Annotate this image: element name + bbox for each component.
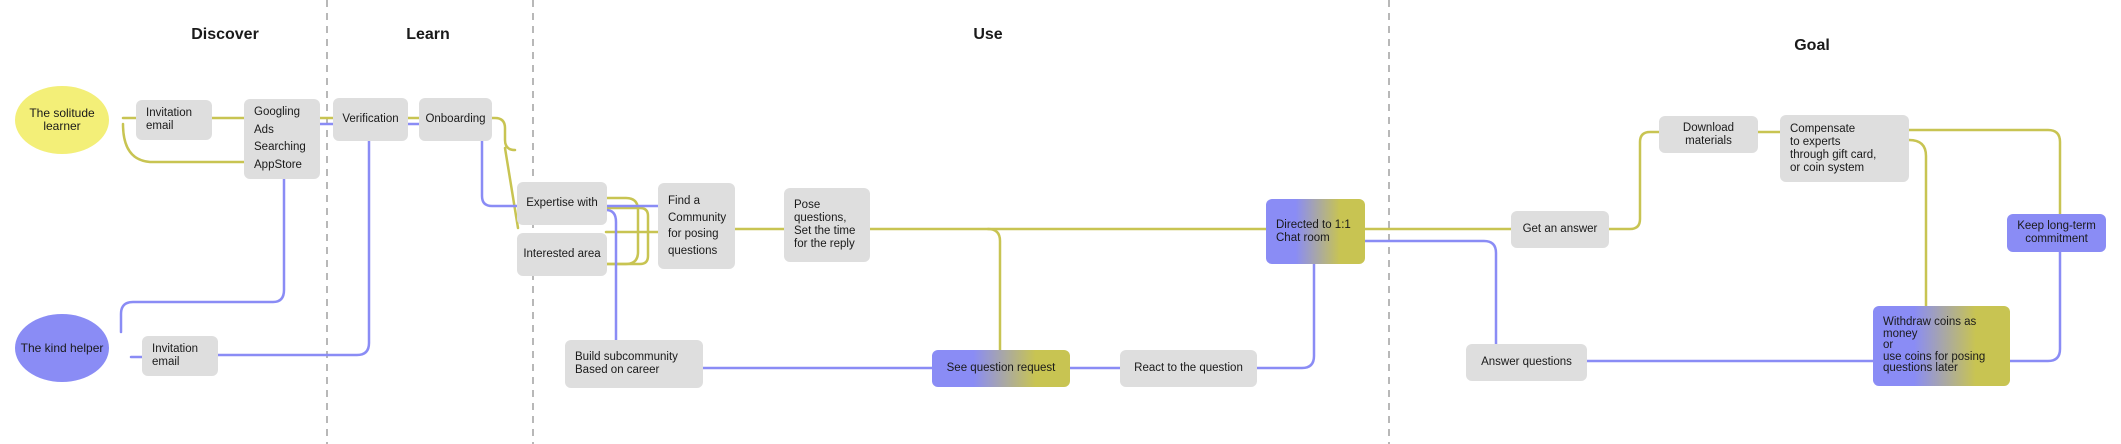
node-label: Withdraw coins as money or use coins for… (1883, 316, 1986, 375)
node-label: Answer questions (1481, 356, 1572, 368)
node-label: Verification (342, 113, 399, 125)
node-verification: Verification (333, 98, 408, 141)
node-label: See question request (946, 362, 1056, 374)
node-label: Pose questions, Set the time for the rep… (794, 199, 856, 250)
node-label: Onboarding (425, 113, 486, 125)
node-label: Invitation email (146, 107, 193, 132)
node-expertise-with: Expertise with (517, 182, 607, 225)
node-download-materials: Download materials (1659, 116, 1758, 153)
node-directed-chat-room: Directed to 1:1 Chat room (1266, 199, 1365, 264)
node-label: Keep long-term commitment (2017, 220, 2096, 245)
node-label: Build subcommunity Based on career (575, 351, 678, 376)
node-label: Interested area (523, 248, 601, 260)
stage-title-goal: Goal (1794, 37, 1830, 54)
node-label: React to the question (1134, 362, 1243, 374)
node-pose-questions: Pose questions, Set the time for the rep… (784, 188, 870, 262)
node-label: Googling Ads Searching AppStore (254, 106, 306, 171)
learner-path-to-interest (503, 146, 520, 230)
learner-path-down-see (986, 227, 1002, 354)
node-label: Download materials (1682, 121, 1735, 147)
node-react-to-question: React to the question (1120, 350, 1257, 387)
node-get-answer: Get an answer (1511, 211, 1609, 248)
helper-path-directed-answer (1362, 239, 1498, 348)
stage-title-discover: Discover (191, 26, 259, 43)
node-label: Directed to 1:1 Chat room (1276, 218, 1351, 244)
stage-title-learn: Learn (406, 26, 450, 43)
helper-path-withdraw-keep (2007, 248, 2062, 363)
learner-path-answer-download (1606, 130, 1662, 231)
node-answer-questions: Answer questions (1466, 344, 1587, 381)
node-compensate-experts: Compensate to experts through gift card,… (1780, 115, 1909, 182)
node-withdraw-coins: Withdraw coins as money or use coins for… (1873, 306, 2010, 386)
node-keep-commitment: Keep long-term commitment (2007, 214, 2106, 252)
node-search-channels: Googling Ads Searching AppStore (244, 99, 320, 179)
node-label: Find a Community for posing questions (668, 195, 727, 257)
persona-kind-helper: The kind helper (15, 314, 109, 382)
helper-path-to-verify (214, 130, 371, 357)
helper-path-search-up (119, 176, 286, 334)
node-invitation-email-top: Invitation email (136, 100, 212, 140)
node-interested-area: Interested area (517, 233, 607, 276)
helper-path-react-directed (1255, 260, 1316, 370)
node-build-subcommunity: Build subcommunity Based on career (565, 340, 703, 388)
persona-solitude-learner: The solitude learner (15, 86, 109, 154)
node-invitation-email-bottom: Invitation email (142, 336, 218, 376)
learner-path-to-find (604, 206, 650, 266)
node-see-question-request: See question request (932, 350, 1070, 387)
node-label: Invitation email (152, 343, 199, 368)
node-label: Compensate to experts through gift card,… (1790, 122, 1877, 174)
node-find-community: Find a Community for posing questions (658, 183, 735, 269)
persona-helper-label: The kind helper (20, 340, 104, 355)
helper-path-expertise-build (604, 208, 618, 342)
learner-path-compensate-keep (1907, 128, 2062, 218)
stage-title-use: Use (973, 26, 1003, 43)
learner-path-main (121, 116, 517, 152)
node-onboarding: Onboarding (419, 98, 492, 141)
helper-path-onboard-expertise (480, 130, 520, 208)
node-label: Get an answer (1522, 223, 1598, 235)
persona-solitude-label: The solitude learner (29, 106, 95, 133)
node-label: Expertise with (526, 197, 598, 209)
learner-path-compensate-withdraw (1907, 138, 1928, 310)
